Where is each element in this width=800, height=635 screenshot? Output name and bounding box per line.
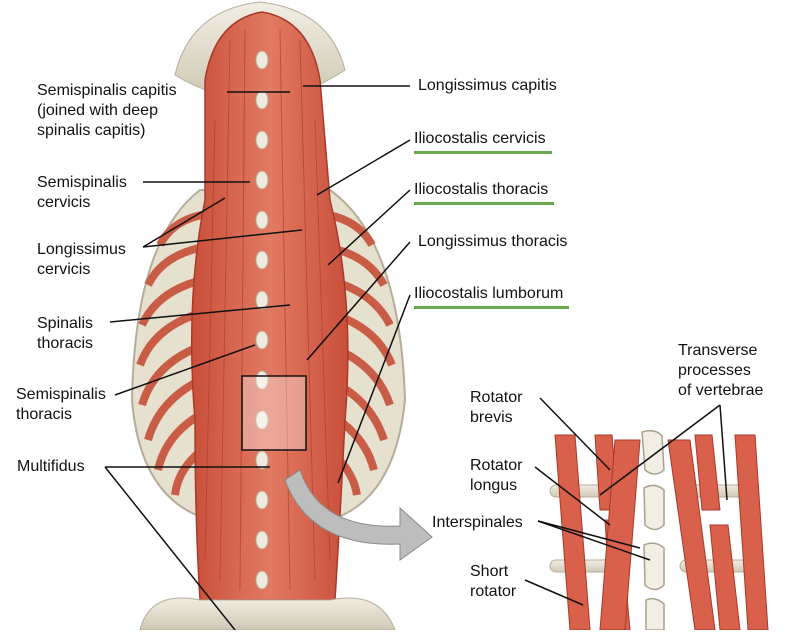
inset-closeup — [540, 429, 780, 631]
label-iliocostalis-thoracis: Iliocostalis thoracis — [414, 180, 555, 205]
label-iliocostalis-lumborum: Iliocostalis lumborum — [414, 284, 570, 309]
label-spinalis-thoracis: Spinalis thoracis — [37, 315, 94, 352]
label-rotator-brevis: Rotator brevis — [470, 389, 523, 426]
leader-lines — [104, 85, 728, 631]
label-short-rotator: Short rotator — [470, 563, 517, 600]
zoom-region-box — [241, 375, 307, 451]
zoom-arrow — [284, 469, 433, 561]
erector-spinae-muscles — [190, 11, 349, 601]
label-semispinalis-capitis: Semispinalis capitis (joined with deep s… — [37, 82, 177, 139]
label-transverse-processes: Transverse processes of vertebrae — [678, 342, 764, 399]
label-interspinales: Interspinales — [432, 514, 523, 531]
label-semispinalis-cervicis: Semispinalis cervicis — [37, 174, 127, 211]
label-rotator-longus: Rotator longus — [470, 457, 523, 494]
label-semispinalis-thoracis: Semispinalis thoracis — [16, 386, 106, 423]
label-longissimus-capitis: Longissimus capitis — [418, 77, 557, 94]
inset-spinous-processes — [641, 429, 665, 631]
spinal-column — [255, 50, 269, 590]
label-longissimus-thoracis: Longissimus thoracis — [418, 233, 568, 250]
pelvis — [139, 597, 396, 631]
back-view — [130, 1, 433, 631]
label-longissimus-cervicis: Longissimus cervicis — [37, 241, 126, 278]
label-multifidus: Multifidus — [17, 458, 85, 475]
muscle-fibers — [204, 29, 331, 591]
label-iliocostalis-cervicis: Iliocostalis cervicis — [414, 129, 552, 154]
